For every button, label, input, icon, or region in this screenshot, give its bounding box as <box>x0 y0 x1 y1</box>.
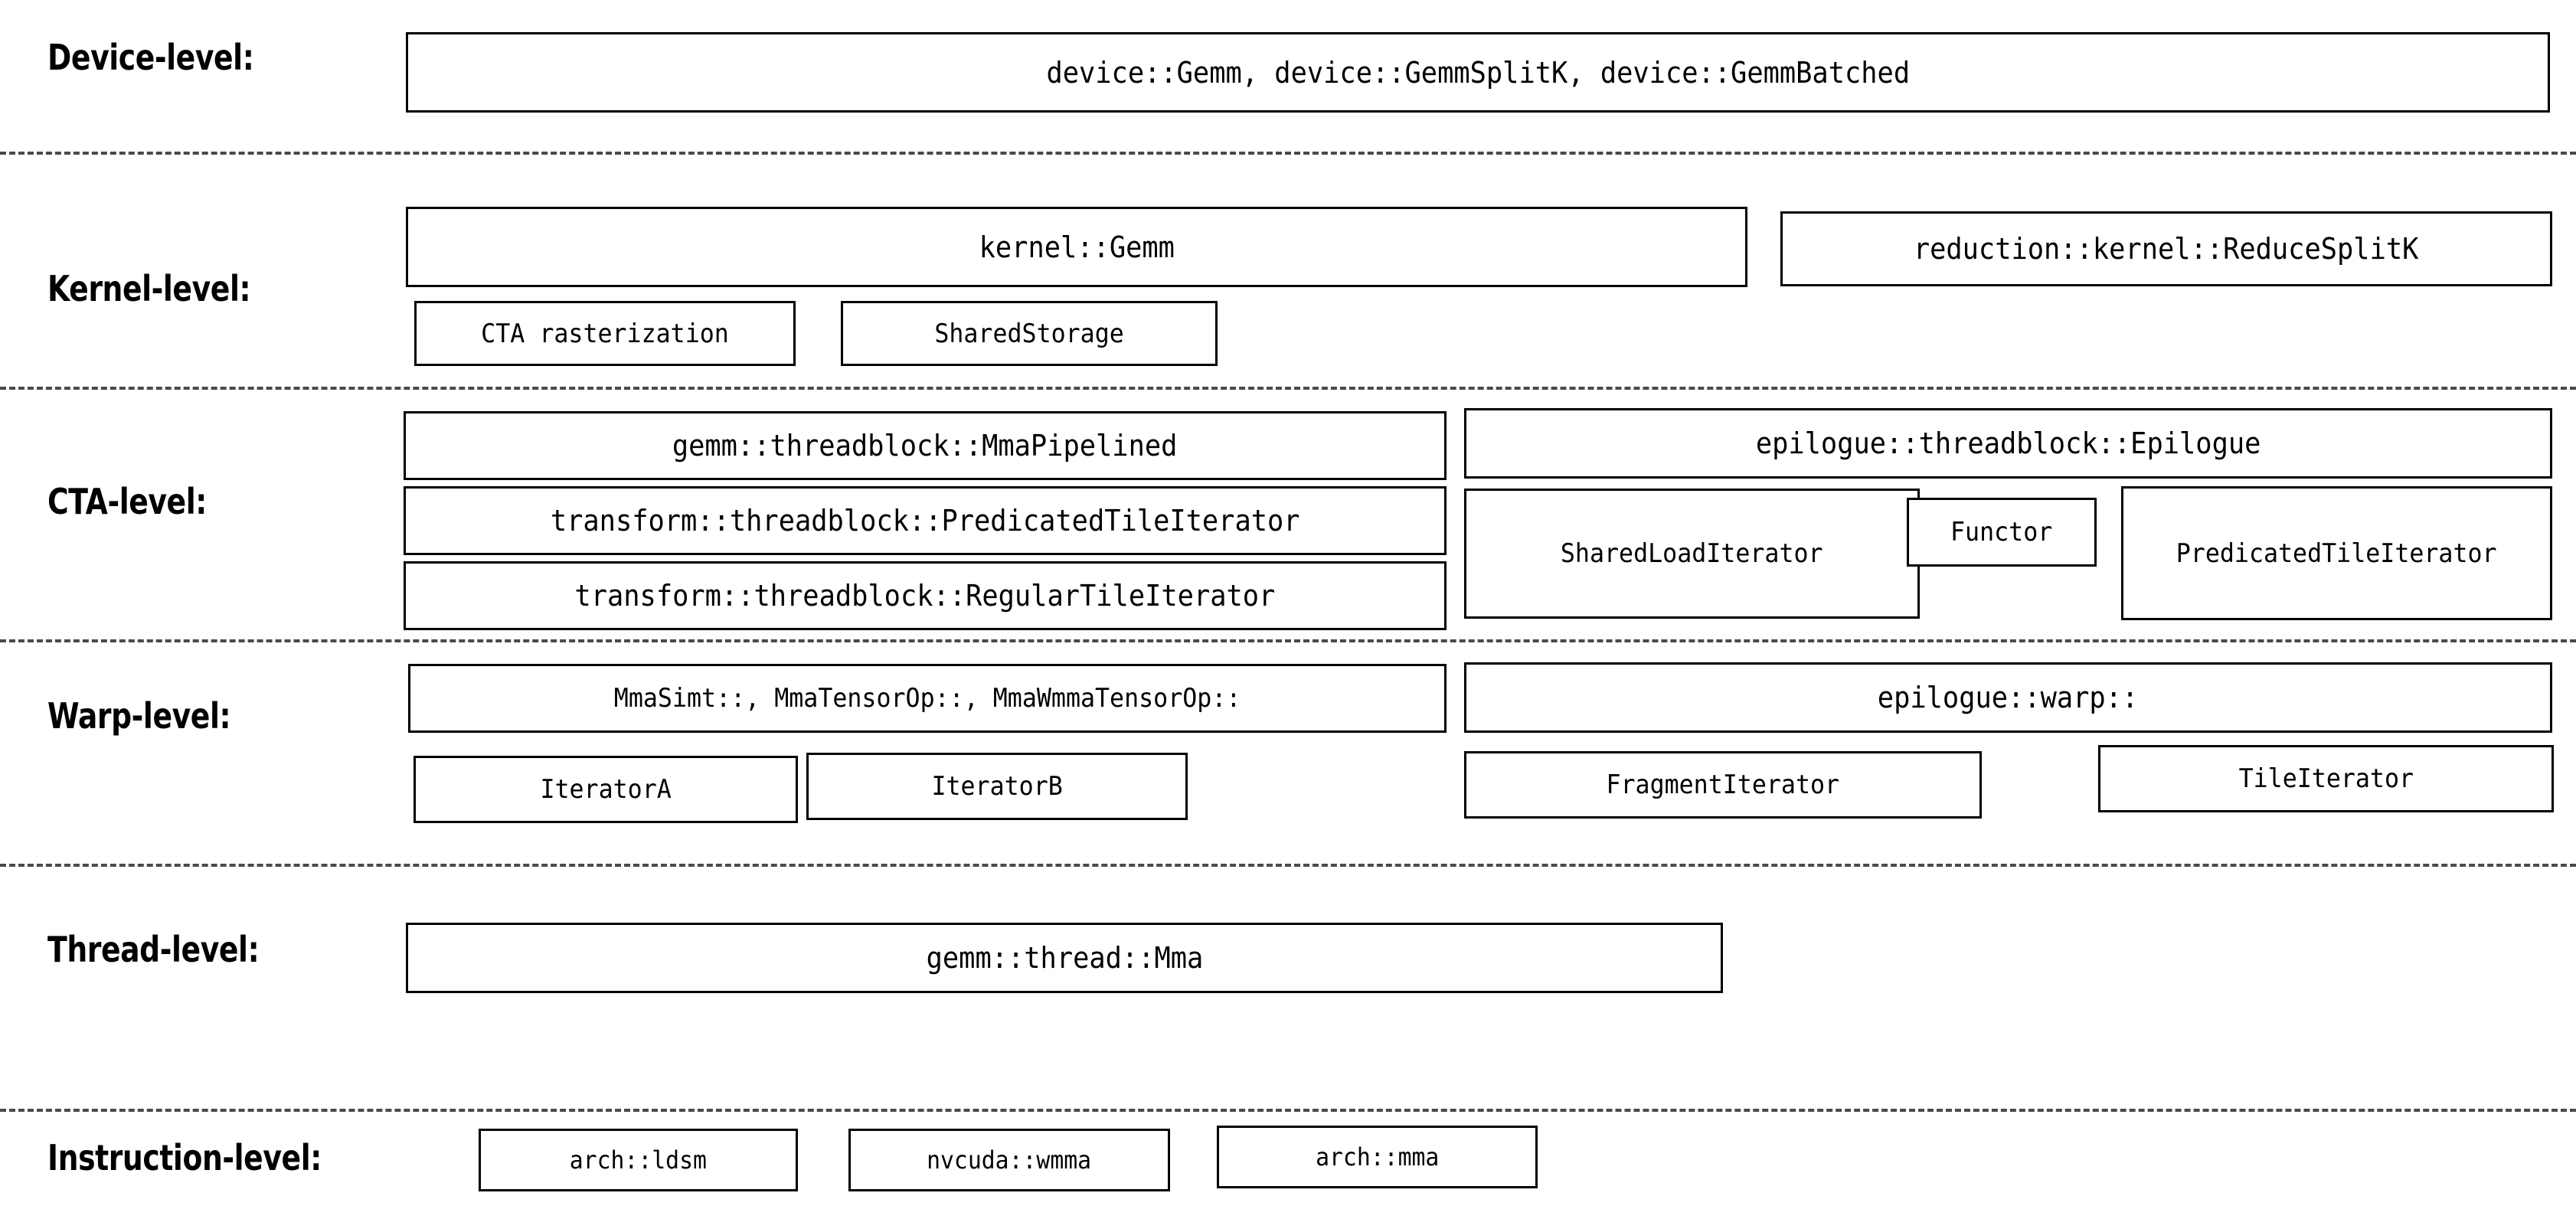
iterator-a-label: IteratorA <box>540 774 672 805</box>
shared-load-iterator-box[interactable]: SharedLoadIterator <box>1464 489 1920 619</box>
epilogue-threadblock-epilogue-label: epilogue::threadblock::Epilogue <box>1755 426 2261 460</box>
predicated-tile-iterator-label: PredicatedTileIterator <box>2176 538 2497 569</box>
transform-threadblock-regulartileiterator-box[interactable]: transform::threadblock::RegularTileItera… <box>404 561 1447 630</box>
tile-iterator-label: TileIterator <box>2238 763 2414 794</box>
shared-storage-box[interactable]: SharedStorage <box>841 301 1218 366</box>
functor-label: Functor <box>1950 517 2053 547</box>
level-label-device: Device-level: <box>47 37 254 78</box>
cta-rasterization-label: CTA rasterization <box>481 318 729 349</box>
arch-ldsm-label: arch::ldsm <box>569 1145 708 1175</box>
mma-ops-label: MmaSimt::, MmaTensorOp::, MmaWmmaTensorO… <box>613 683 1241 714</box>
predicated-tile-iterator-box[interactable]: PredicatedTileIterator <box>2121 486 2552 620</box>
cta-rasterization-box[interactable]: CTA rasterization <box>414 301 796 366</box>
divider-cta-warp <box>0 639 2576 642</box>
arch-mma-label: arch::mma <box>1315 1142 1440 1172</box>
device-gemm-box[interactable]: device::Gemm, device::GemmSplitK, device… <box>406 32 2550 113</box>
shared-load-iterator-label: SharedLoadIterator <box>1561 538 1823 569</box>
divider-device-kernel <box>0 152 2576 155</box>
iterator-a-box[interactable]: IteratorA <box>414 756 798 823</box>
transform-threadblock-predicatedtileiterator-box[interactable]: transform::threadblock::PredicatedTileIt… <box>404 486 1447 555</box>
mma-ops-box[interactable]: MmaSimt::, MmaTensorOp::, MmaWmmaTensorO… <box>408 664 1447 733</box>
epilogue-warp-box[interactable]: epilogue::warp:: <box>1464 662 2552 733</box>
reduction-reduce-splitk-box[interactable]: reduction::kernel::ReduceSplitK <box>1780 211 2552 286</box>
level-label-cta: CTA-level: <box>47 481 207 522</box>
fragment-iterator-box[interactable]: FragmentIterator <box>1464 751 1982 819</box>
divider-thread-instruction <box>0 1109 2576 1112</box>
level-label-warp: Warp-level: <box>47 695 231 737</box>
fragment-iterator-label: FragmentIterator <box>1606 770 1840 800</box>
transform-threadblock-regulartileiterator-label: transform::threadblock::RegularTileItera… <box>574 579 1276 613</box>
nvcuda-wmma-box[interactable]: nvcuda::wmma <box>848 1129 1170 1191</box>
shared-storage-label: SharedStorage <box>934 318 1124 349</box>
divider-kernel-cta <box>0 387 2576 390</box>
arch-ldsm-box[interactable]: arch::ldsm <box>479 1129 798 1191</box>
gemm-thread-mma-box[interactable]: gemm::thread::Mma <box>406 923 1723 993</box>
arch-mma-box[interactable]: arch::mma <box>1217 1126 1538 1188</box>
functor-box[interactable]: Functor <box>1907 498 2097 567</box>
gemm-threadblock-mmapipelined-box[interactable]: gemm::threadblock::MmaPipelined <box>404 411 1447 480</box>
epilogue-warp-label: epilogue::warp:: <box>1878 681 2139 714</box>
transform-threadblock-predicatedtileiterator-label: transform::threadblock::PredicatedTileIt… <box>550 504 1300 538</box>
gemm-thread-mma-label: gemm::thread::Mma <box>926 941 1203 975</box>
kernel-gemm-label: kernel::Gemm <box>979 230 1175 264</box>
nvcuda-wmma-label: nvcuda::wmma <box>927 1145 1092 1175</box>
reduction-reduce-splitk-label: reduction::kernel::ReduceSplitK <box>1914 232 2419 266</box>
iterator-b-label: IteratorB <box>931 771 1063 802</box>
divider-warp-thread <box>0 864 2576 867</box>
iterator-b-box[interactable]: IteratorB <box>806 753 1188 820</box>
epilogue-threadblock-epilogue-box[interactable]: epilogue::threadblock::Epilogue <box>1464 408 2552 479</box>
level-label-instruction: Instruction-level: <box>47 1137 322 1178</box>
gemm-threadblock-mmapipelined-label: gemm::threadblock::MmaPipelined <box>672 429 1178 462</box>
level-label-kernel: Kernel-level: <box>47 268 251 309</box>
device-gemm-label: device::Gemm, device::GemmSplitK, device… <box>1046 55 1910 90</box>
kernel-gemm-box[interactable]: kernel::Gemm <box>406 207 1747 287</box>
tile-iterator-box[interactable]: TileIterator <box>2098 745 2554 812</box>
level-label-thread: Thread-level: <box>47 929 260 970</box>
